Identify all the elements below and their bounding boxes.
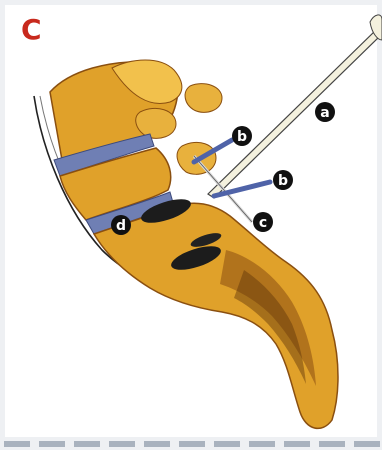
facet-upper-right	[185, 84, 222, 113]
label-b-upper-text: b	[237, 129, 247, 145]
label-d-badge: d	[111, 215, 131, 235]
label-c-text: c	[259, 215, 267, 231]
label-a-badge: a	[315, 102, 335, 122]
label-b-lower-badge: b	[273, 170, 293, 190]
label-c-badge: c	[253, 212, 273, 232]
label-b-upper-badge: b	[232, 126, 252, 146]
label-d-text: d	[116, 218, 126, 234]
panel-letter: C	[21, 16, 42, 44]
instrument-rod	[208, 30, 382, 198]
label-a-text: a	[320, 105, 329, 121]
label-b-lower-text: b	[278, 173, 288, 189]
dashed-separator	[4, 441, 380, 447]
